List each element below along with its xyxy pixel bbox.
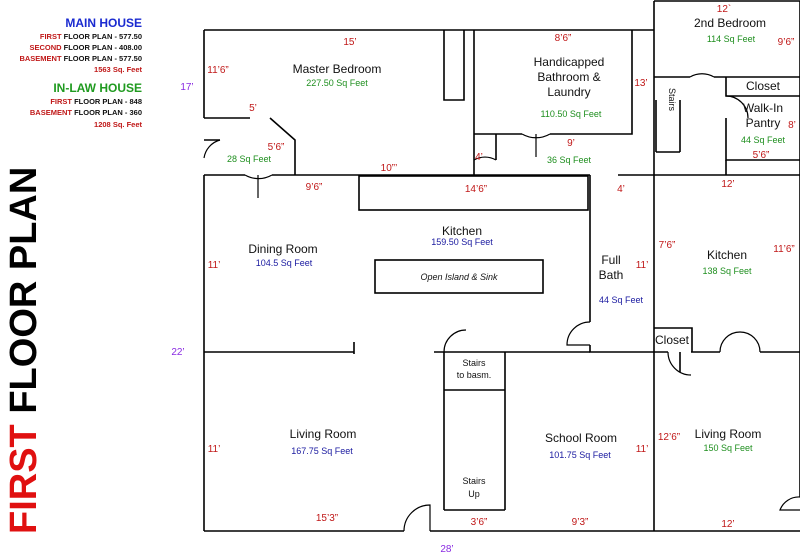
legend-main-line-3-red: BASEMENT bbox=[19, 54, 62, 63]
walls bbox=[203, 0, 800, 532]
dim-15: 15’ bbox=[343, 37, 356, 48]
dim-4-hall: 4’ bbox=[475, 152, 483, 163]
dim-11-living: 11’ bbox=[208, 444, 221, 455]
dim-8-6: 8’6” bbox=[555, 33, 572, 44]
dim-9-6-mid: 9’6” bbox=[306, 182, 323, 193]
door-swings bbox=[203, 73, 800, 532]
legend-inlaw-total: 1208 Sq. Feet bbox=[94, 120, 142, 129]
living-room-inlaw-area: 150 Sq Feet bbox=[703, 443, 753, 453]
island-label: Open Island & Sink bbox=[420, 272, 498, 282]
dim-11-6-right: 11’6” bbox=[773, 244, 795, 255]
pantry-label-1: Walk-In bbox=[743, 101, 783, 115]
full-bath-label-2: Bath bbox=[599, 268, 624, 282]
full-bath-area: 44 Sq Feet bbox=[599, 295, 644, 305]
dim-28: 28’ bbox=[440, 544, 453, 554]
legend-main-line-1-red: FIRST bbox=[40, 32, 62, 41]
legend-main-line-2: SECOND FLOOR PLAN - 408.00 bbox=[29, 43, 142, 52]
master-bedroom-area: 227.50 Sq Feet bbox=[306, 78, 368, 88]
bath-laundry-label-1: Handicapped bbox=[534, 55, 605, 69]
kitchen-inlaw-label: Kitchen bbox=[707, 248, 747, 262]
legend-main-total: 1563 Sq. Feet bbox=[94, 65, 142, 74]
dim-10: 10”’ bbox=[381, 163, 398, 174]
dim-4-bath: 4’ bbox=[617, 184, 625, 195]
dim-12-bottom: 12’ bbox=[721, 519, 734, 530]
dim-top-12: 12` bbox=[717, 3, 731, 15]
living-room-main-label: Living Room bbox=[290, 427, 357, 441]
school-room-label: School Room bbox=[545, 431, 617, 445]
stairs-basement-label-1: Stairs bbox=[462, 358, 486, 368]
dim-11-bath: 11’ bbox=[636, 260, 649, 271]
pantry-label-2: Pantry bbox=[746, 116, 781, 130]
kitchen-inlaw-area: 138 Sq Feet bbox=[702, 266, 752, 276]
stairs-up-label-2: Up bbox=[468, 489, 480, 499]
legend-main-line-3-rest: FLOOR PLAN - 577.50 bbox=[62, 54, 142, 63]
dim-8: 8’ bbox=[788, 120, 796, 131]
dining-room-label: Dining Room bbox=[248, 242, 317, 256]
dim-11-school: 11’ bbox=[636, 444, 649, 455]
legend-inlaw-line-2-red: BASEMENT bbox=[30, 108, 73, 117]
dim-12-mid: 12’ bbox=[721, 179, 734, 190]
dim-5-6-closet: 5’6” bbox=[268, 142, 285, 153]
second-bedroom-label: 2nd Bedroom bbox=[694, 16, 766, 30]
bath-laundry-label-3: Laundry bbox=[547, 85, 590, 99]
closet-mid-label: Closet bbox=[655, 333, 690, 347]
dim-11-dining: 11’ bbox=[208, 260, 221, 271]
school-room-area: 101.75 Sq Feet bbox=[549, 450, 611, 460]
stairs-basement-label-2: to basm. bbox=[457, 370, 492, 380]
legend-inlaw-line-1-rest: FLOOR PLAN - 848 bbox=[72, 97, 142, 106]
dim-9: 9’ bbox=[567, 138, 575, 149]
second-bedroom-area: 114 Sq Feet bbox=[707, 34, 756, 44]
dim-13: 13’ bbox=[634, 78, 647, 89]
hall-area: 36 Sq Feet bbox=[547, 155, 592, 165]
dim-7-6: 7’6” bbox=[659, 240, 676, 251]
dim-15-3: 15’3” bbox=[316, 513, 338, 524]
dim-11-6-left: 11’6” bbox=[207, 65, 229, 76]
kitchen-main-label: Kitchen bbox=[442, 224, 482, 238]
dim-12-6: 12’6” bbox=[658, 432, 680, 443]
side-title: FIRST FLOOR PLAN bbox=[3, 167, 45, 534]
pantry-area: 44 Sq Feet bbox=[741, 135, 786, 145]
dim-14-6: 14’6” bbox=[465, 184, 487, 195]
dim-3-6: 3’6” bbox=[471, 517, 488, 528]
master-bedroom-label: Master Bedroom bbox=[293, 62, 382, 76]
dim-5-6-pantry: 5’6” bbox=[753, 150, 770, 161]
kitchen-main-area: 159.50 Sq Feet bbox=[431, 237, 493, 247]
legend-inlaw-line-2: BASEMENT FLOOR PLAN - 360 bbox=[30, 108, 142, 117]
stairs-up-label-1: Stairs bbox=[462, 476, 486, 486]
legend-inlaw-line-2-rest: FLOOR PLAN - 360 bbox=[72, 108, 142, 117]
legend-main-line-2-red: SECOND bbox=[29, 43, 62, 52]
legend-inlaw-title: IN-LAW HOUSE bbox=[53, 81, 142, 95]
legend-inlaw-line-1: FIRST FLOOR PLAN - 848 bbox=[50, 97, 142, 106]
legend-main-line-3: BASEMENT FLOOR PLAN - 577.50 bbox=[19, 54, 142, 63]
stairs-right-label: Stairs bbox=[667, 88, 677, 112]
legend-main-line-1-rest: FLOOR PLAN - 577.50 bbox=[62, 32, 142, 41]
bath-laundry-area: 110.50 Sq Feet bbox=[541, 109, 602, 119]
bath-laundry-label-2: Bathroom & bbox=[537, 70, 600, 84]
legend-main-line-2-rest: FLOOR PLAN - 408.00 bbox=[62, 43, 142, 52]
closet-small-area: 28 Sq Feet bbox=[227, 154, 272, 164]
side-title-first: FIRST bbox=[3, 424, 45, 534]
legend-main-title: MAIN HOUSE bbox=[65, 16, 142, 30]
dim-9-3: 9’3” bbox=[572, 517, 589, 528]
legend-inlaw-line-1-red: FIRST bbox=[50, 97, 72, 106]
dim-22: 22’ bbox=[171, 347, 184, 358]
closet-top-label: Closet bbox=[746, 79, 781, 93]
dim-17: 17’ bbox=[180, 82, 193, 93]
dim-5: 5’ bbox=[249, 103, 257, 114]
dim-9-6-top: 9’6” bbox=[778, 37, 795, 48]
side-title-rest: FLOOR PLAN bbox=[3, 167, 45, 425]
dining-room-area: 104.5 Sq Feet bbox=[256, 258, 313, 268]
legend-main-line-1: FIRST FLOOR PLAN - 577.50 bbox=[40, 32, 142, 41]
living-room-inlaw-label: Living Room bbox=[695, 427, 762, 441]
living-room-main-area: 167.75 Sq Feet bbox=[291, 446, 353, 456]
full-bath-label-1: Full bbox=[601, 253, 620, 267]
